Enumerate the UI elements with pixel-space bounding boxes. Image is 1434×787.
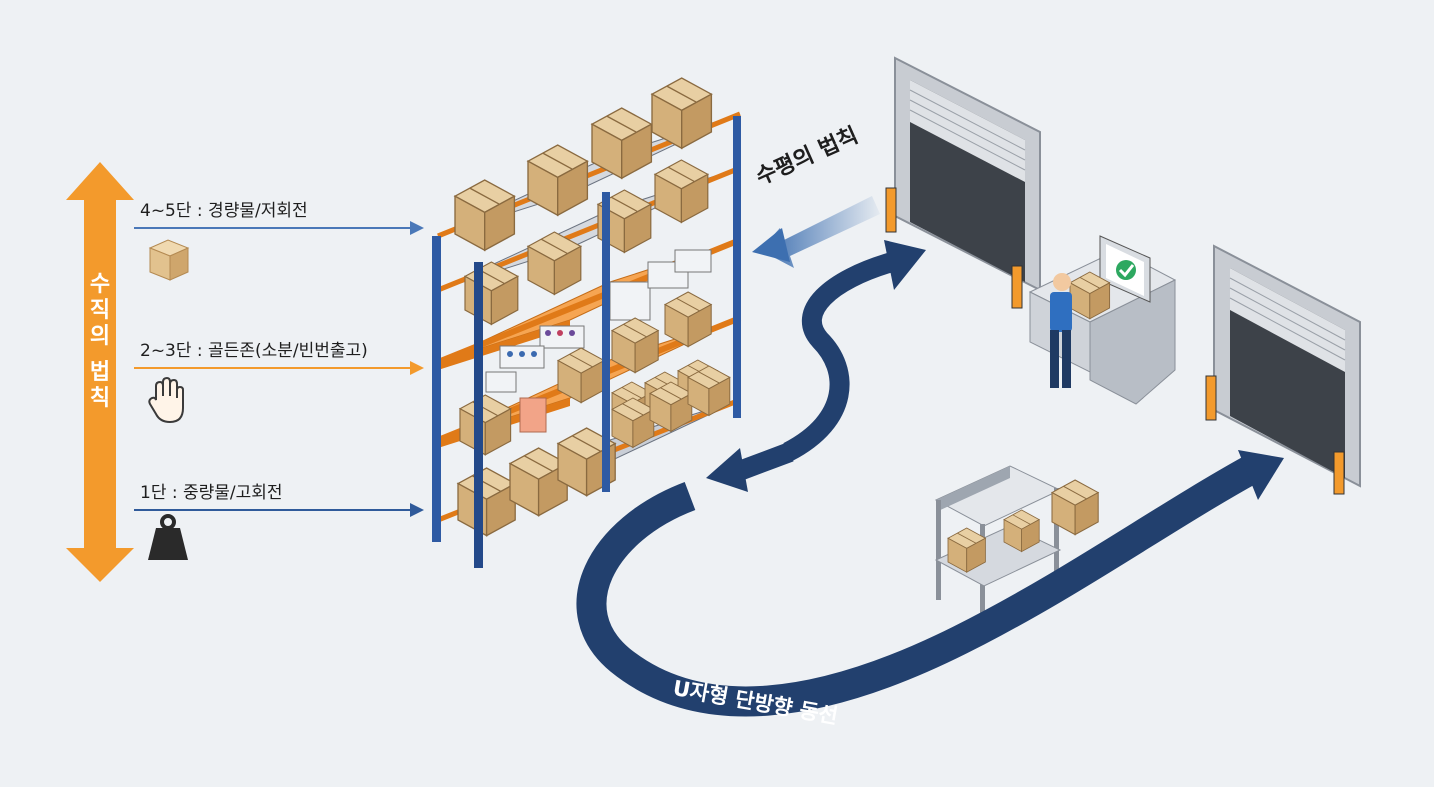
vertical-rule-char: 직 <box>89 298 111 323</box>
packing-station <box>1028 235 1177 405</box>
loading-door-front <box>1205 244 1361 495</box>
level-label-middle: 2~3단 : 골든존(소분/빈번출고) <box>140 341 368 361</box>
hand-icon <box>148 376 184 424</box>
vertical-rule-label: 수 직 의 법 칙 <box>84 272 116 412</box>
monitor-icon <box>1099 235 1151 303</box>
worker-figure <box>1050 273 1072 388</box>
vertical-rule-char: 칙 <box>89 386 111 411</box>
weight-icon <box>148 514 188 560</box>
vertical-rule-char: 수 <box>89 272 111 297</box>
box-icon <box>148 239 190 281</box>
level-label-top: 4~5단 : 경량물/저회전 <box>140 201 308 221</box>
vertical-rule-char: 의 <box>89 324 111 349</box>
vertical-rule-char: 법 <box>89 360 111 385</box>
horizontal-rule-arrow <box>752 196 880 268</box>
staging-table <box>934 465 1099 620</box>
u-flow-arrow <box>576 240 1284 717</box>
loading-door-rear <box>885 56 1041 309</box>
small-items-group <box>485 249 712 393</box>
level-arrow-middle <box>134 361 424 375</box>
vertical-rule-arrow <box>66 162 134 582</box>
level-label-bottom: 1단 : 중량물/고회전 <box>140 483 283 503</box>
storage-rack <box>432 77 742 568</box>
level-arrow-bottom <box>134 503 424 517</box>
level-arrow-top <box>134 221 424 235</box>
